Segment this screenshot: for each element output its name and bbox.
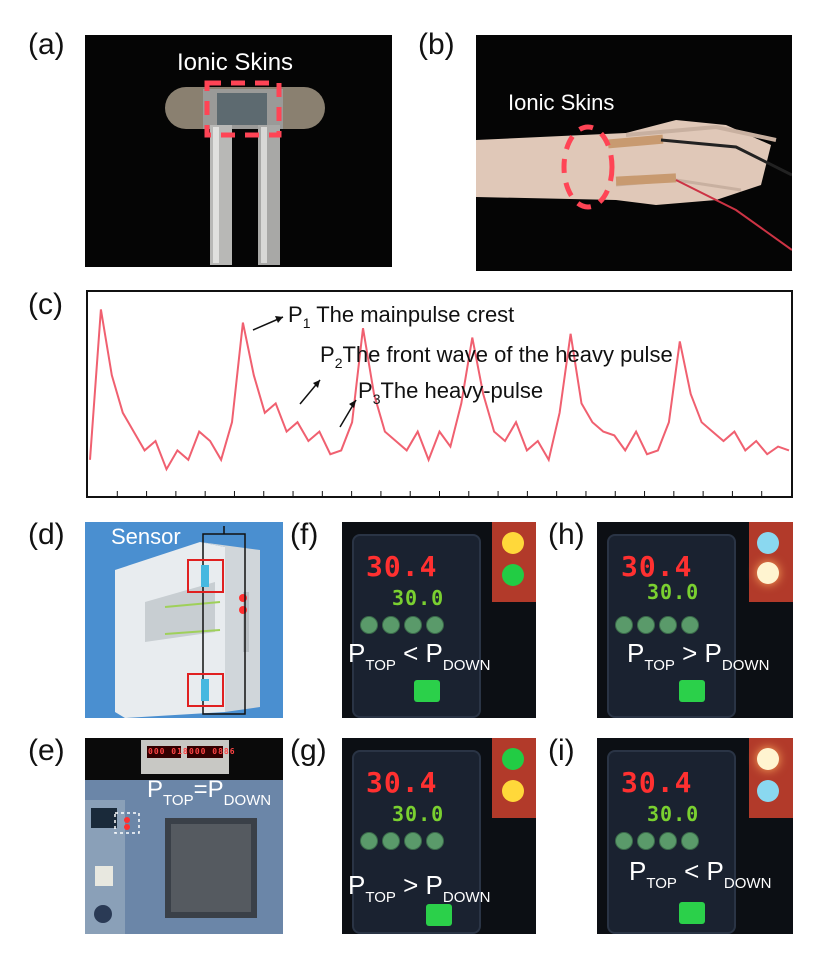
panel-i-formula: PTOP < PDOWN [629,856,772,892]
panel-i-display-top: 30.4 [621,766,693,799]
led-bottom-g [502,780,524,802]
panel-e-display-left: 000 018 [148,747,189,756]
panel-b-title: Ionic Skins [508,90,615,115]
panel-label-h: (h) [548,518,585,551]
led-bottom-i [757,780,779,802]
annotation-p2: P2The front wave of the heavy pulse [320,342,673,371]
panel-label-e: (e) [28,734,65,767]
pulse-series-line [89,309,790,472]
panel-e-formula: PTOP=PDOWN [147,776,272,809]
panel-e-display-right: 000 0886 [189,747,236,756]
hand-illustration [476,120,792,251]
panel-label-i: (i) [548,734,575,767]
power-switch-h [679,680,705,702]
panel-c-chart: P1 The mainpulse crest P2The front wave … [86,290,793,498]
panel-d-illustration: Sensor [85,522,283,718]
panel-i-display-bottom: 30.0 [647,802,700,826]
panel-i-photo: 30.4 30.0 PTOP < PDOWN [597,738,793,934]
panel-h-photo: 30.4 30.0 PTOP > PDOWN [597,522,793,718]
panel-a-photo: Ionic Skins [85,35,392,267]
power-switch-g [426,904,452,926]
power-switch-f [414,680,440,702]
panel-d-title: Sensor [111,524,181,549]
panel-label-b: (b) [418,28,455,61]
bandage-illustration [165,80,325,265]
panel-f-display-top: 30.4 [366,550,438,583]
led-top-g [502,748,524,770]
panel-g-photo: 30.4 30.0 PTOP > PDOWN [342,738,536,934]
led-top-f [502,532,524,554]
panel-label-f: (f) [290,518,319,551]
panel-f-photo: 30.4 30.0 PTOP < PDOWN [342,522,536,718]
panel-h-formula: PTOP > PDOWN [627,638,770,674]
panel-e-photo: 000 018 000 0886 PTOP=PDOWN [85,738,283,934]
panel-h-display-top: 30.4 [621,550,693,583]
led-bottom-h [757,562,779,584]
panel-f-formula: PTOP < PDOWN [348,638,491,674]
annotation-p3: P3The heavy-pulse [358,378,544,407]
panel-f-display-bottom: 30.0 [392,586,445,610]
led-top-i [757,748,779,770]
annotation-p1: P1 The mainpulse crest [288,302,515,331]
panel-label-d: (d) [28,518,65,551]
power-switch-i [679,902,705,924]
panel-h-display-bottom: 30.0 [647,580,700,604]
panel-a-title: Ionic Skins [177,49,294,76]
panel-label-c: (c) [28,288,63,321]
panel-label-g: (g) [290,734,327,767]
panel-g-display-bottom: 30.0 [392,802,445,826]
led-bottom-f [502,564,524,586]
led-top-h [757,532,779,554]
panel-label-a: (a) [28,28,65,61]
oven-illustration [85,740,283,934]
pulse-waveform-chart [89,309,790,496]
panel-b-photo: Ionic Skins [476,35,792,271]
panel-g-formula: PTOP > PDOWN [348,870,491,906]
fridge-illustration [115,526,260,718]
panel-g-display-top: 30.4 [366,766,438,799]
